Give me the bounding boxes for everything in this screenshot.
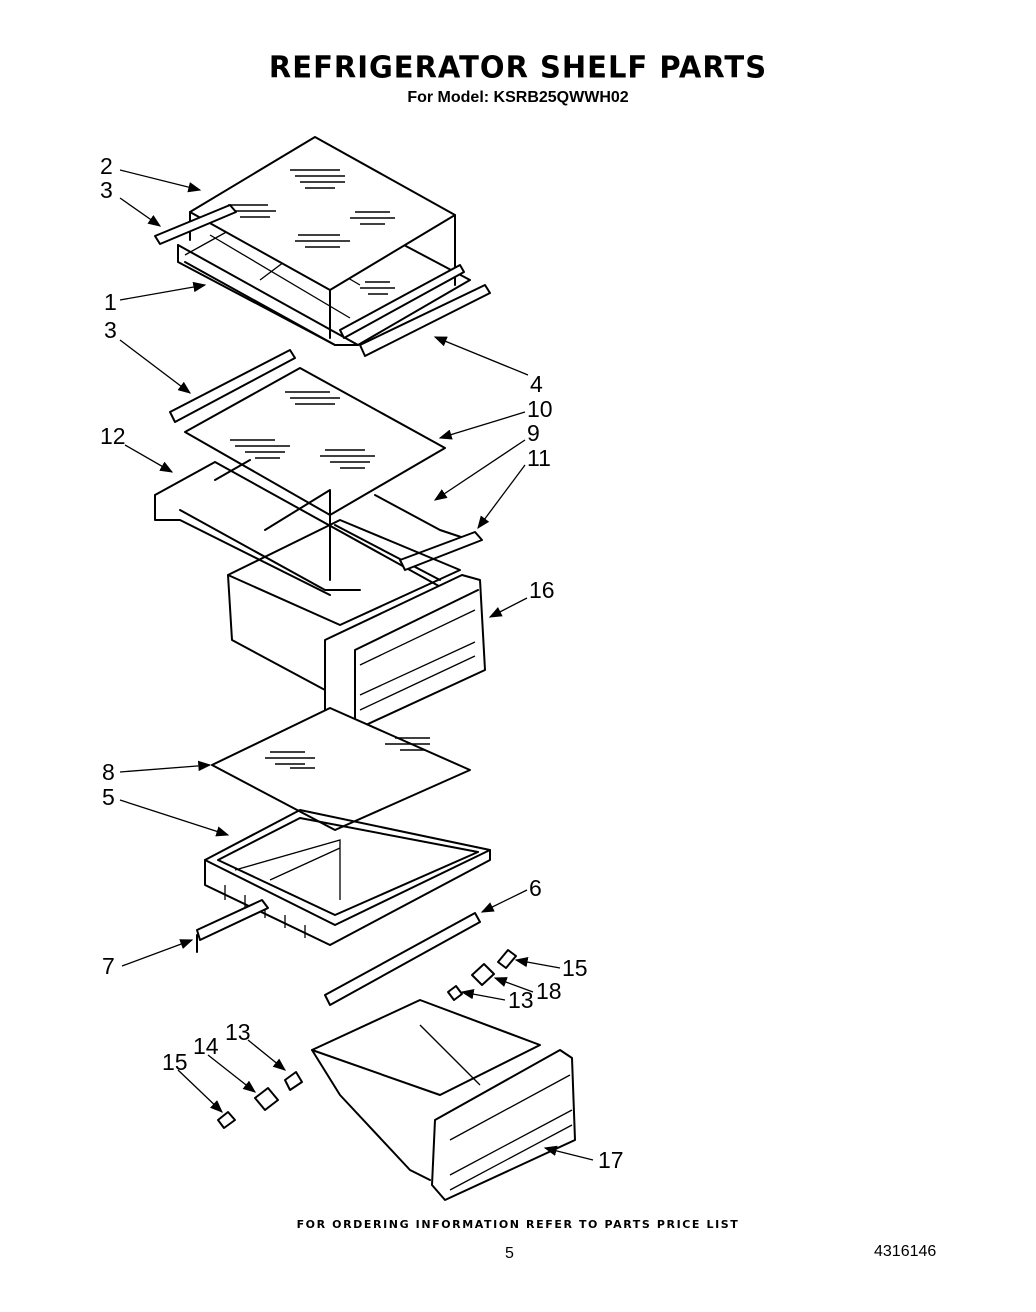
callout-2: 2 — [100, 153, 113, 179]
page-title: REFRIGERATOR SHELF PARTS — [268, 49, 768, 85]
document-number: 4316146 — [874, 1243, 937, 1260]
callout-7: 7 — [102, 953, 115, 979]
part-3-trim-top — [154, 204, 237, 245]
callout-3-top: 3 — [100, 177, 113, 203]
part-10-glass-shelf — [184, 367, 446, 516]
part-4-rails — [339, 264, 491, 357]
page-number: 5 — [505, 1245, 514, 1262]
callout-5: 5 — [102, 784, 115, 810]
callout-13-right: 13 — [508, 987, 534, 1013]
part-6-trim — [324, 912, 481, 1006]
callout-16: 16 — [529, 577, 555, 603]
callout-4: 4 — [530, 371, 543, 397]
callout-15-left: 15 — [162, 1049, 188, 1075]
hardware-left — [217, 1071, 303, 1129]
part-5-shelf-frame — [204, 809, 491, 946]
hardware-right — [447, 949, 517, 1001]
callout-17: 17 — [598, 1147, 624, 1173]
callout-6: 6 — [529, 875, 542, 901]
callout-13-left: 13 — [225, 1019, 251, 1045]
callout-3-second: 3 — [104, 317, 117, 343]
part-7-trim — [196, 899, 269, 953]
callout-15-right: 15 — [562, 955, 588, 981]
part-17-pan — [311, 999, 576, 1201]
callout-11: 11 — [527, 445, 551, 471]
callout-12: 12 — [100, 423, 126, 449]
part-8-glass-shelf — [211, 707, 471, 831]
callout-8: 8 — [102, 759, 115, 785]
ordering-note: FOR ORDERING INFORMATION REFER TO PARTS … — [296, 1218, 740, 1231]
callout-10: 10 — [527, 396, 553, 422]
callout-9: 9 — [527, 420, 540, 446]
model-subtitle: For Model: KSRB25QWWH02 — [407, 89, 629, 106]
callout-18: 18 — [536, 978, 562, 1004]
callout-1: 1 — [104, 289, 117, 315]
leader-arrows — [119, 169, 594, 1161]
callout-14: 14 — [193, 1033, 219, 1059]
callout-labels: 2 3 1 3 4 10 12 9 11 16 8 5 6 7 15 18 13… — [100, 153, 624, 1173]
part-3-trim-second — [169, 349, 296, 423]
part-2-glass-shelf — [189, 136, 456, 339]
